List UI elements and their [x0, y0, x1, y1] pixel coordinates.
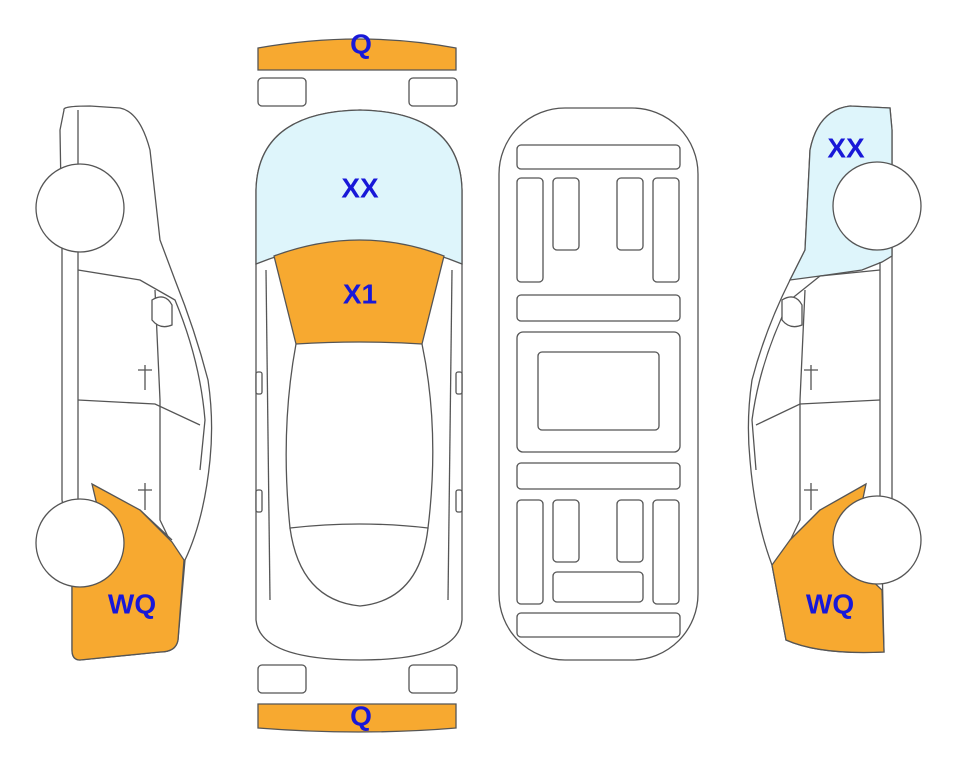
right-door-line-2: [787, 289, 806, 546]
top-handle-left: [255, 489, 263, 513]
underbody-crossmember-1: [516, 294, 681, 322]
top-side-line-right: [447, 269, 453, 601]
underbody-view: [498, 107, 699, 661]
underbody-front-rail-right: [652, 177, 680, 283]
hood-label: X1: [343, 278, 377, 309]
left-handle-2: [138, 483, 152, 510]
underbody-front-bar: [516, 144, 681, 170]
left-front-wheel: [35, 163, 125, 253]
right-rear-wheel: [832, 495, 922, 585]
rear-bumper-damage: [257, 703, 457, 733]
underbody-rear-box-right: [616, 499, 644, 563]
hood-damage: [273, 239, 445, 345]
left-cabin-line: [77, 269, 206, 471]
underbody-center-tunnel: [537, 351, 660, 431]
right-side-view: XX WQ: [747, 105, 922, 654]
underbody-front-box-left: [552, 177, 580, 251]
top-mirror-left: [255, 371, 263, 395]
top-view: Q XX X1 Q: [255, 28, 463, 733]
left-door-line-2: [154, 289, 173, 546]
top-side-line-left: [265, 269, 271, 601]
left-handle-1: [138, 365, 152, 390]
right-front-glass-label: XX: [827, 132, 865, 163]
right-mirror: [781, 296, 803, 328]
windshield-label: XX: [341, 172, 379, 203]
underbody-rear-rail-left: [516, 499, 544, 605]
underbody-rear-bar: [516, 612, 681, 638]
front-bumper-label: Q: [350, 28, 372, 59]
top-rear-light-right: [408, 664, 458, 694]
top-front-light-right: [408, 77, 458, 107]
top-handle-right: [455, 489, 463, 513]
left-side-view: WQ: [35, 105, 213, 661]
underbody-front-box-right: [616, 177, 644, 251]
underbody-crossmember-2: [516, 462, 681, 490]
left-rear-quarter-damage: [71, 482, 185, 661]
left-mirror: [151, 296, 173, 328]
underbody-rear-rail-right: [652, 499, 680, 605]
left-door-line-1: [77, 399, 201, 426]
top-rear-light-left: [257, 664, 307, 694]
right-handle-2: [804, 483, 818, 510]
left-rear-wheel: [35, 498, 125, 588]
underbody-rear-tank: [552, 571, 644, 603]
rear-bumper-label: Q: [350, 700, 372, 731]
top-rear-window: [289, 527, 429, 607]
front-bumper-damage: [257, 38, 457, 71]
right-rear-quarter-label: WQ: [806, 588, 854, 619]
underbody-front-rail-left: [516, 177, 544, 283]
right-handle-1: [804, 365, 818, 390]
left-rear-quarter-label: WQ: [108, 588, 156, 619]
right-front-wheel: [832, 161, 922, 251]
top-cabin-outline: [285, 343, 434, 529]
top-mirror-right: [455, 371, 463, 395]
underbody-rear-box-left: [552, 499, 580, 563]
top-front-light-left: [257, 77, 307, 107]
